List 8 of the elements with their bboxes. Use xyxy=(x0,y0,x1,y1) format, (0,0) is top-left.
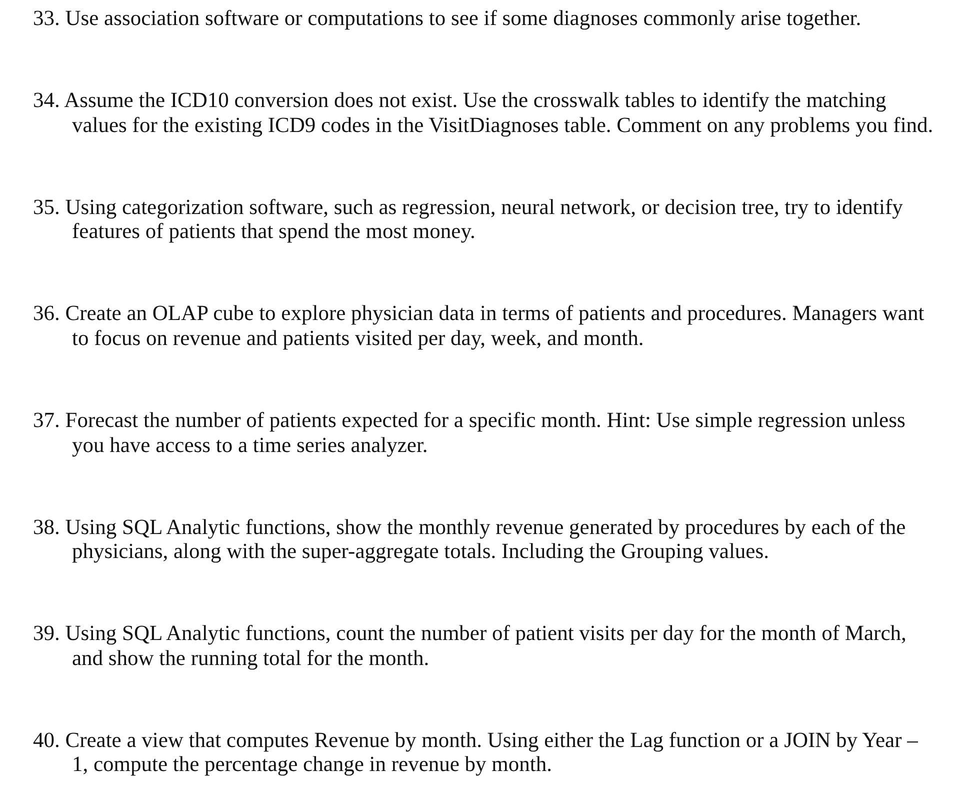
exercise-text: 36. Create an OLAP cube to explore physician data in terms of patients and procedures. Managers want to focus on revenue and patients visited per day, week, and month. xyxy=(33,301,926,350)
exercise-text: 37. Forecast the number of patients expected for a specific month. Hint: Use simple regression unless you have access to a time series analyzer. xyxy=(33,408,906,458)
exercise-text: 34. Assume the ICD10 conversion does not exist. Use the crosswalk tables to identify the matching values for the existing ICD9 codes in the VisitDiagnoses table. Comment on any problems you find. xyxy=(33,88,934,138)
exercise-text: 33. Use association software or computations to see if some diagnoses commonly arise together. xyxy=(33,6,862,30)
exercise-text: 35. Using categorization software, such as regression, neural network, or decision tree, try to identify features of patients that spend the most money. xyxy=(33,194,904,244)
exercise-text: 40. Create a view that computes Revenue by month. Using either the Lag function or a JOIN by Year – 1, compute the percentage change in revenue by month. xyxy=(33,728,919,777)
exercise-text: 38. Using SQL Analytic functions, show the monthly revenue generated by procedures by each of the physicians, along with the super-aggregate totals. Including the Grouping values. xyxy=(33,514,907,564)
exercise-text: 39. Using SQL Analytic functions, count the number of patient visits per day for the month of March, and show the running total for the month. xyxy=(33,621,908,670)
